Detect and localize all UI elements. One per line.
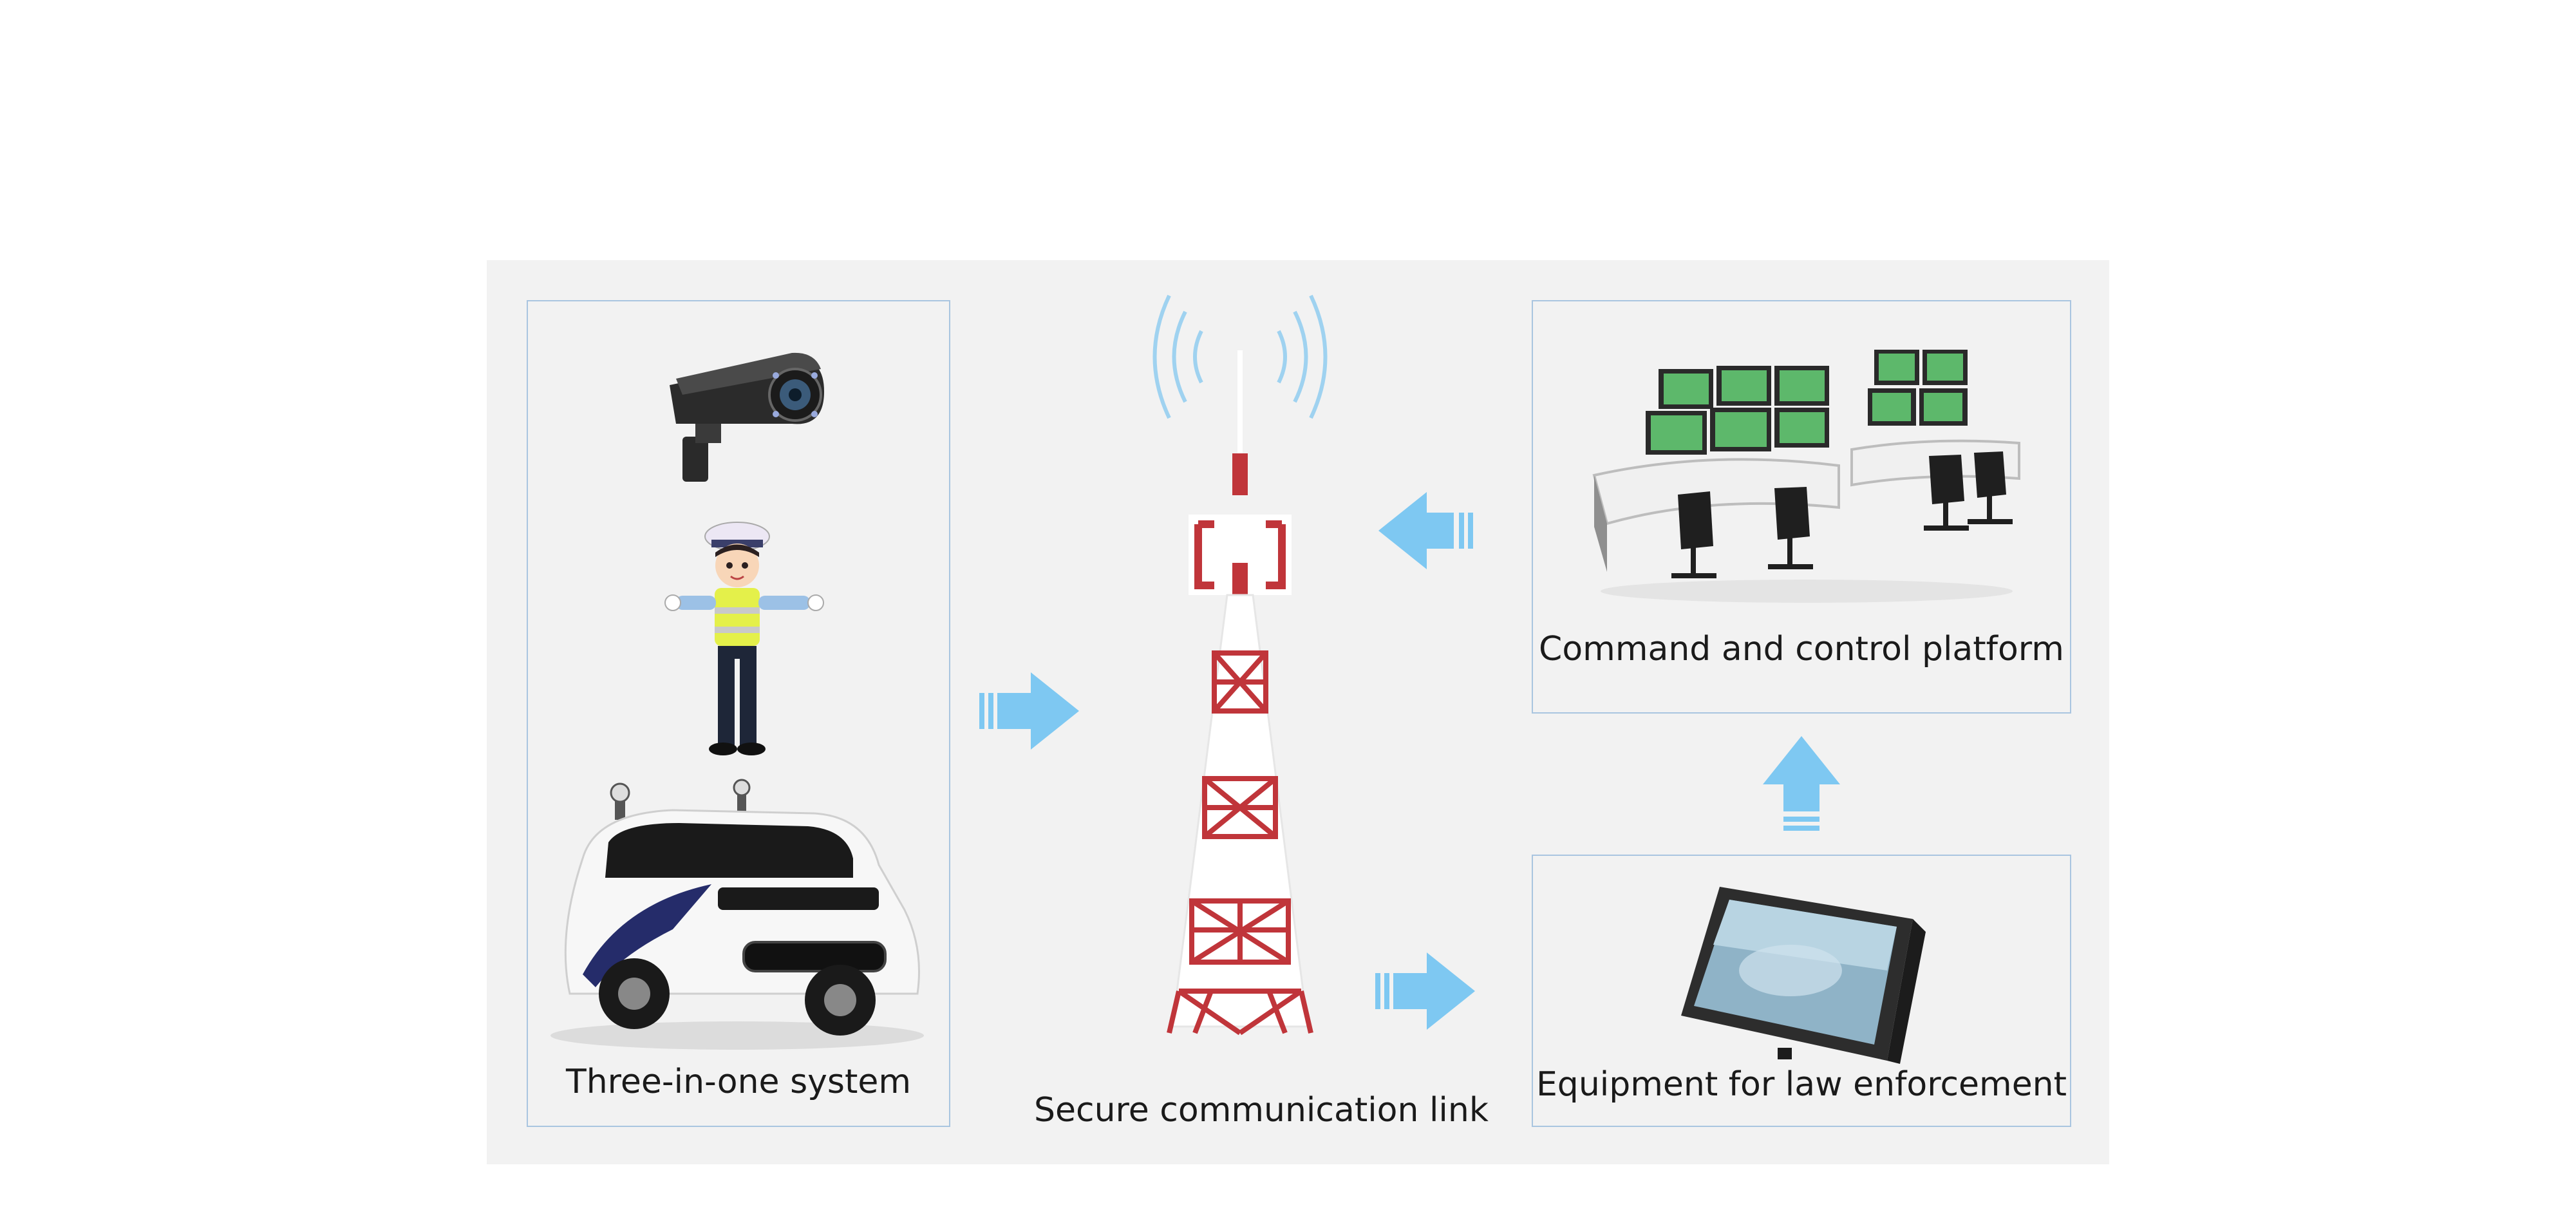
tablet-device-icon	[1681, 887, 1926, 1064]
arrow-left-icon	[1378, 492, 1473, 569]
diagram-panel: Three-in-one system	[487, 260, 2109, 1164]
law-enforcement-equipment-label: Equipment for law enforcement	[1536, 1065, 2067, 1104]
security-camera-icon	[670, 352, 824, 482]
arrow-up-icon	[1763, 736, 1840, 831]
control-room-workstation-icon	[1592, 350, 2020, 603]
arrow-right-icon	[979, 672, 1079, 750]
law-enforcement-equipment-box: Equipment for law enforcement	[1532, 855, 2071, 1127]
traffic-police-officer-icon	[664, 522, 824, 755]
communication-tower-icon	[1152, 294, 1328, 1036]
arrow-right-icon	[1375, 952, 1475, 1030]
patrol-robot-car-icon	[550, 779, 924, 1050]
three-in-one-system-label: Three-in-one system	[565, 1063, 912, 1101]
command-control-platform-label: Command and control platform	[1539, 630, 2064, 668]
command-control-platform-box: Command and control platform	[1532, 300, 2071, 714]
secure-communication-link-label: Secure communication link	[1034, 1091, 1489, 1130]
three-in-one-system-box: Three-in-one system	[527, 300, 950, 1127]
